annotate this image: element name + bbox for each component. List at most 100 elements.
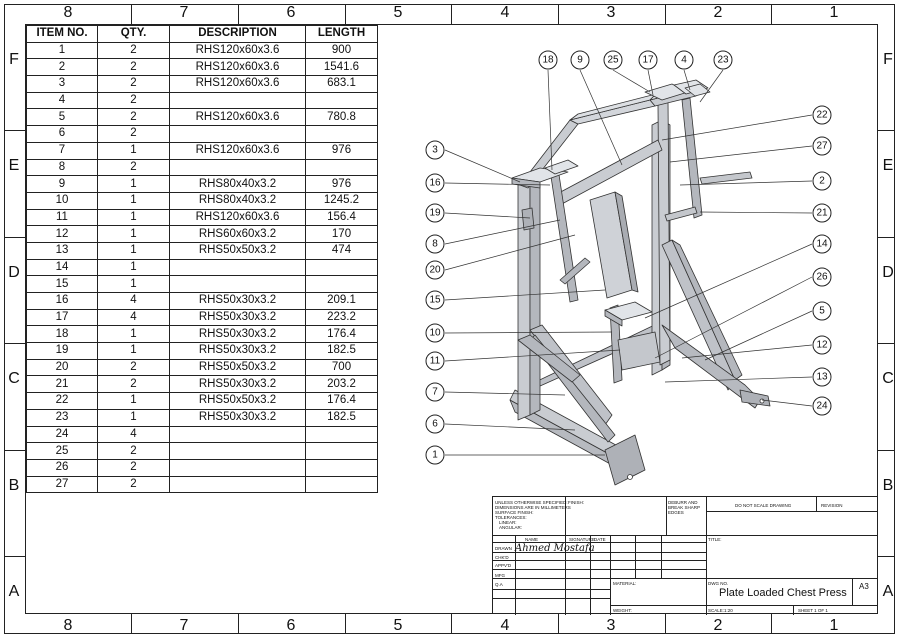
item-balloon: 19 <box>425 203 445 223</box>
row-qa: Q.A <box>495 582 503 587</box>
bom-cell-item-no: 22 <box>26 392 98 410</box>
bom-cell-length: 170 <box>305 225 378 243</box>
deburr-note: BREAK SHARP <box>668 505 701 510</box>
svg-text:10: 10 <box>429 328 441 339</box>
bom-cell-description: RHS50x30x3.2 <box>169 325 306 344</box>
svg-text:23: 23 <box>717 55 729 66</box>
item-balloon: 2 <box>812 171 832 191</box>
sheet-size: A3 <box>859 582 869 591</box>
item-balloon: 5 <box>812 301 832 321</box>
svg-text:4: 4 <box>681 55 687 66</box>
outer-border <box>4 4 895 634</box>
zone-tick <box>771 4 772 24</box>
deburr-note: DEBURR AND <box>668 500 698 505</box>
bom-cell-length: 780.8 <box>305 108 378 127</box>
bom-cell-length: 156.4 <box>305 208 378 227</box>
bom-cell-qty: 4 <box>97 425 170 444</box>
zone-row-left: C <box>8 370 20 387</box>
bom-cell-description: RHS80x40x3.2 <box>169 175 306 193</box>
drawing-frame <box>25 24 878 614</box>
bom-cell-item-no: 14 <box>26 258 98 277</box>
bom-cell-length <box>305 458 378 477</box>
svg-text:22: 22 <box>816 110 828 121</box>
zone-col-bottom: 1 <box>829 617 839 634</box>
zone-col-top: 7 <box>179 4 189 21</box>
bom-cell-description <box>169 425 306 444</box>
item-balloon: 13 <box>812 367 832 387</box>
bom-cell-item-no: 20 <box>26 358 98 377</box>
zone-col-top: 4 <box>500 4 510 21</box>
item-balloon: 14 <box>812 234 832 254</box>
scale-label: SCALE:1:20 <box>708 608 733 613</box>
zone-col-top: 5 <box>393 4 403 21</box>
bom-cell-description: RHS50x50x3.2 <box>169 392 306 410</box>
bom-cell-length: 203.2 <box>305 375 378 394</box>
zone-tick <box>345 4 346 24</box>
bom-cell-length: 176.4 <box>305 392 378 410</box>
bom-cell-description: RHS50x30x3.2 <box>169 308 306 327</box>
svg-text:16: 16 <box>429 178 441 189</box>
item-balloon: 11 <box>425 351 445 371</box>
bom-cell-qty: 1 <box>97 392 170 410</box>
bom-cell-length: 1541.6 <box>305 58 378 77</box>
bom-cell-item-no: 27 <box>26 475 98 494</box>
zone-row-left: F <box>9 51 19 68</box>
bom-cell-description <box>169 258 306 277</box>
item-balloon: 26 <box>812 267 832 287</box>
bom-cell-item-no: 24 <box>26 425 98 444</box>
bom-cell-length: 700 <box>305 358 378 377</box>
zone-tick <box>131 614 132 634</box>
bom-header-item-no: ITEM NO. <box>26 25 98 43</box>
bom-cell-description <box>169 442 306 460</box>
bom-header-description: DESCRIPTION <box>169 25 306 43</box>
isometric-assembly-view: 18 9 25 17 4 23 22 27 2 21 14 26 5 12 13… <box>425 50 832 486</box>
weight-label: WEIGHT: <box>613 608 632 613</box>
do-not-scale-note: DO NOT SCALE DRAWING <box>735 503 792 508</box>
bom-cell-description: RHS120x60x3.6 <box>169 141 306 160</box>
item-balloon: 20 <box>425 260 445 280</box>
bom-cell-qty: 2 <box>97 375 170 394</box>
bom-cell-length: 976 <box>305 141 378 160</box>
zone-row-right: B <box>882 477 894 494</box>
bom-cell-item-no: 4 <box>26 91 98 110</box>
zone-row-left: A <box>8 583 20 600</box>
zone-tick <box>238 4 239 24</box>
bom-cell-description: RHS50x30x3.2 <box>169 342 306 360</box>
bom-cell-description <box>169 275 306 293</box>
bom-header-row: ITEM NO. QTY. DESCRIPTION LENGTH <box>26 25 378 43</box>
bom-cell-qty: 2 <box>97 41 170 60</box>
row-drawn: DRAWN <box>495 546 512 551</box>
item-balloon: 3 <box>425 140 445 160</box>
zone-col-top: 1 <box>829 4 839 21</box>
bom-cell-length: 976 <box>305 175 378 193</box>
zone-col-bottom: 6 <box>286 617 296 634</box>
item-balloon: 21 <box>812 203 832 223</box>
tolerance-note: SURFACE FINISH: <box>495 510 534 515</box>
bom-cell-length <box>305 158 378 177</box>
zone-col-top: 3 <box>606 4 616 21</box>
svg-text:13: 13 <box>816 372 828 383</box>
bom-cell-item-no: 25 <box>26 442 98 460</box>
row-appvd: APPV'D <box>495 563 512 568</box>
deburr-note: EDGES <box>668 510 684 515</box>
svg-text:26: 26 <box>816 272 828 283</box>
bom-cell-length <box>305 442 378 460</box>
bom-cell-item-no: 18 <box>26 325 98 344</box>
bom-cell-description: RHS120x60x3.6 <box>169 75 306 93</box>
bom-cell-item-no: 13 <box>26 241 98 260</box>
bom-cell-qty: 2 <box>97 58 170 77</box>
zone-row-right: F <box>883 51 893 68</box>
bom-cell-item-no: 2 <box>26 58 98 77</box>
row-chkd: CHK'D <box>495 555 509 560</box>
bom-cell-item-no: 3 <box>26 75 98 93</box>
zone-row-left: E <box>8 157 20 174</box>
